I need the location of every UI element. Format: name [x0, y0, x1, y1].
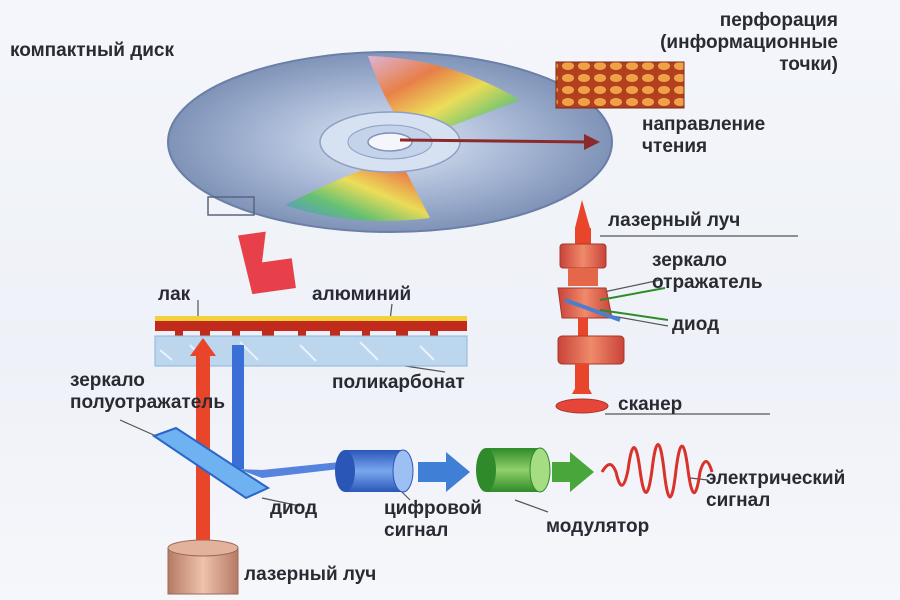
label-digital-signal: цифровой сигнал [384, 498, 482, 541]
label-polycarbonate: поликарбонат [332, 372, 465, 393]
label-modulator: модулятор [546, 516, 650, 537]
label-half-mirror: зеркало полуотражатель [70, 370, 226, 413]
reflected-beam [232, 345, 348, 478]
label-reading-direction: направление чтения [642, 114, 766, 157]
label-diode-top: диод [672, 314, 720, 335]
scanner-assembly [555, 200, 669, 414]
half-mirror [151, 426, 271, 500]
zoom-arrow [238, 231, 296, 295]
laser-source [167, 539, 239, 595]
modulator-arrow [552, 452, 594, 492]
perforation-swatch [555, 61, 685, 109]
modulator-cylinder [476, 447, 551, 493]
compact-disc [167, 51, 613, 233]
diode-cylinder [335, 449, 414, 493]
electric-signal-wave [600, 443, 714, 499]
label-compact-disc: компактный диск [10, 40, 175, 61]
digital-arrow [418, 452, 470, 492]
label-perforation: перфорация (информационные точки) [660, 10, 838, 75]
label-aluminium: алюминий [312, 284, 412, 305]
label-laser-beam-top: лазерный луч [608, 210, 741, 231]
label-laser-beam-bottom: лазерный луч [244, 564, 377, 585]
reading-direction-arrow [399, 134, 600, 150]
label-diode-bottom: диод [270, 498, 318, 519]
label-lacquer: лак [158, 284, 191, 305]
label-scanner: сканер [618, 394, 683, 415]
label-mirror-reflector: зеркало отражатель [652, 250, 763, 293]
label-electric-signal: электрический сигнал [706, 468, 846, 511]
